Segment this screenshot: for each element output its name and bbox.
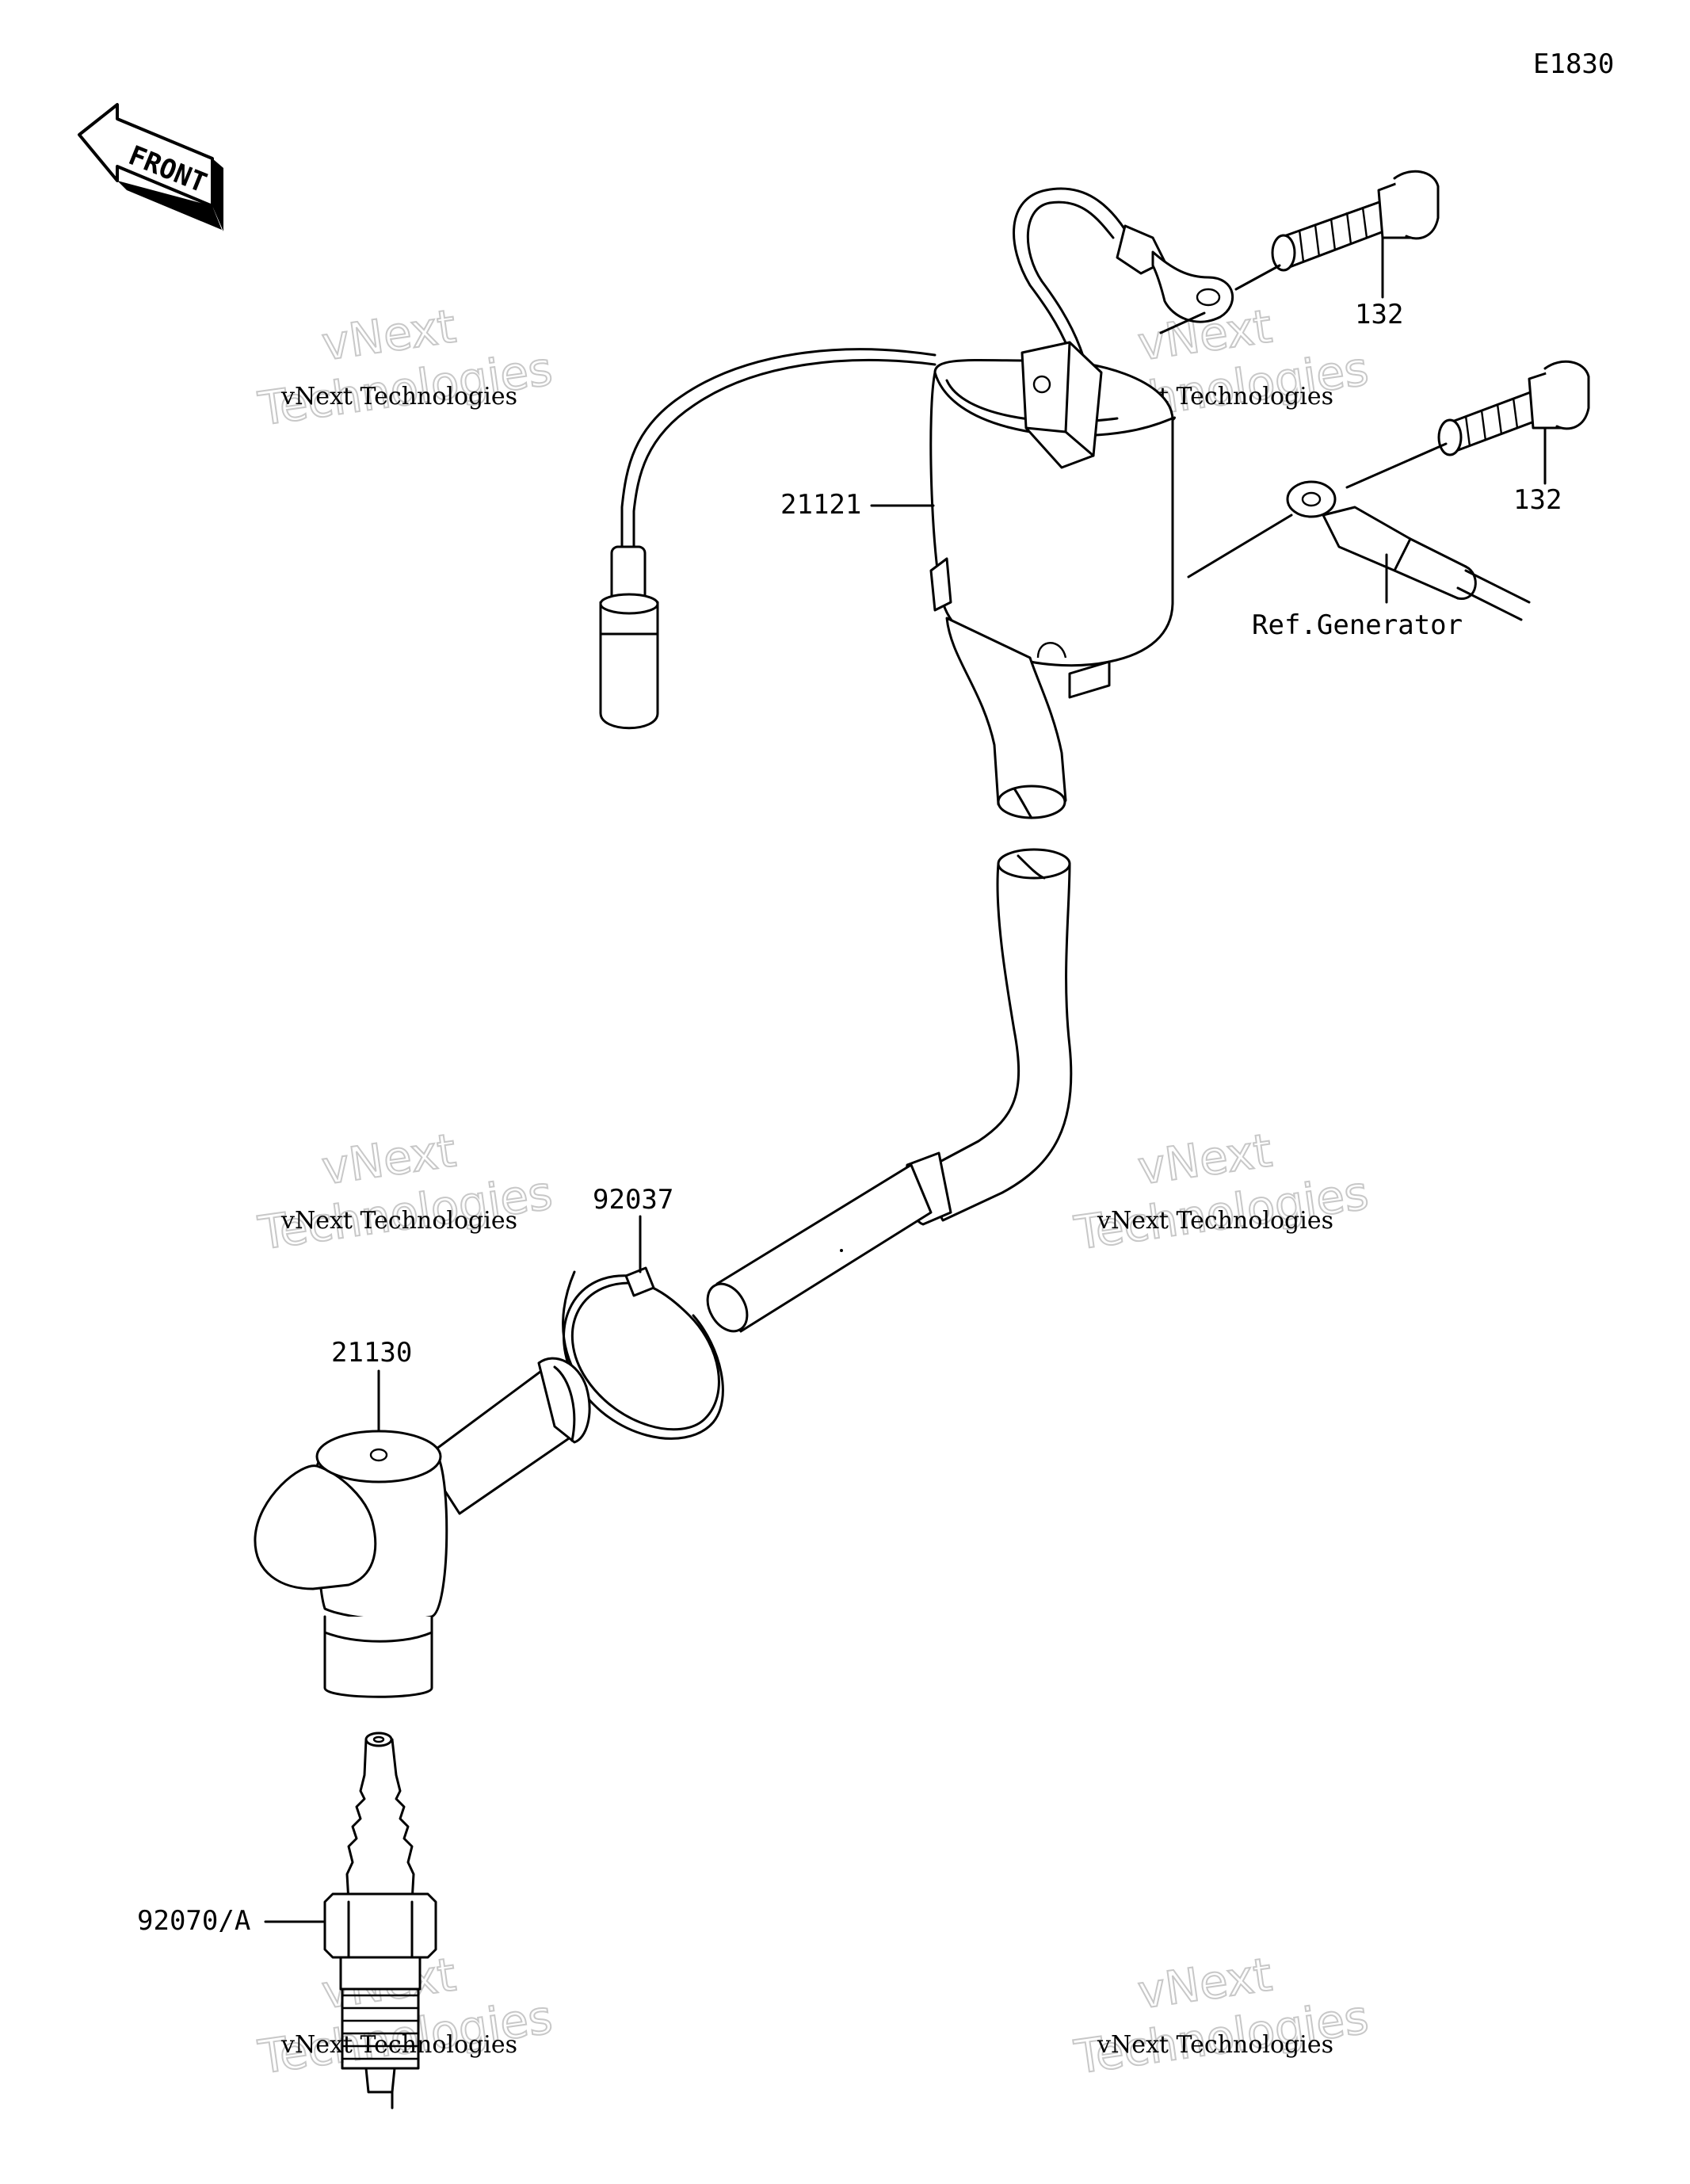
callout-bolt-lower: 132: [1513, 484, 1562, 516]
callout-bolt-upper: 132: [1355, 299, 1403, 330]
callout-plug-cap: 21130: [331, 1337, 412, 1369]
front-arrow-icon: FRONT: [78, 103, 223, 231]
watermark-3: vNext Technologies vNext Technologies: [254, 1122, 556, 1261]
callout-spark-plug: 92070/A: [137, 1905, 250, 1937]
diagram-code: E1830: [1533, 48, 1614, 80]
bolt-lower: [1437, 360, 1590, 456]
bolt-upper: [1271, 170, 1440, 272]
callout-clamp: 92037: [593, 1184, 673, 1216]
svg-text:vNext Technologies: vNext Technologies: [280, 1207, 517, 1235]
watermark-1: vNext Technologies vNext Technologies: [254, 298, 556, 437]
watermark-4: vNext Technologies vNext Technologies: [1070, 1122, 1372, 1261]
spark-plug: [323, 1732, 437, 2110]
high-tension-lead: [706, 848, 1073, 1333]
svg-text:vNext Technologies: vNext Technologies: [1097, 2031, 1333, 2059]
watermark-6: vNext Technologies vNext Technologies: [1070, 1946, 1372, 2085]
clamp-band: [562, 1266, 724, 1440]
ignition-coil: [599, 187, 1234, 819]
callout-ignition-coil: 21121: [780, 489, 861, 521]
spark-plug-cap: [254, 1357, 591, 1698]
svg-text:vNext Technologies: vNext Technologies: [280, 2031, 517, 2059]
svg-text:vNext Technologies: vNext Technologies: [1097, 1207, 1333, 1235]
generator-ground-terminal: [1286, 480, 1531, 621]
callout-ref-generator: Ref.Generator: [1252, 609, 1463, 641]
svg-text:vNext Technologies: vNext Technologies: [280, 383, 517, 410]
